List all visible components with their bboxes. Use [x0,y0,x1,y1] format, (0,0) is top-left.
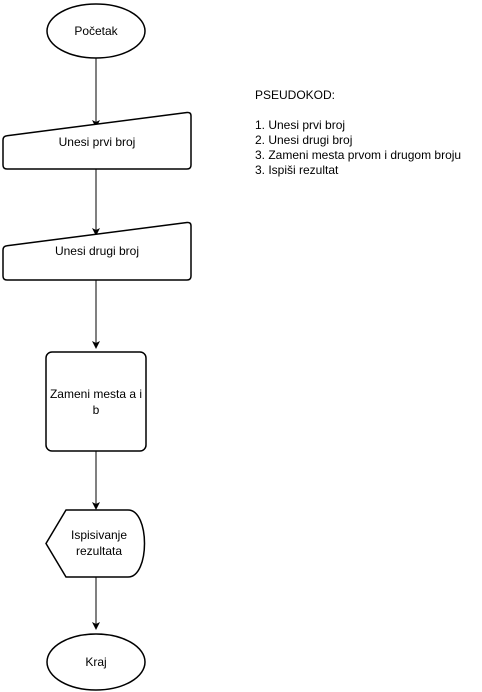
pseudocode-line: 3. Zameni mesta prvom i drugom broju [255,148,462,162]
pseudocode-title: PSEUDOKOD: [255,88,336,102]
display-label: Ispisivanje rezultata [70,528,128,558]
input-second-label: Unesi drugi broj [54,244,140,258]
pseudocode-line: 3. Ispiši rezultat [255,163,339,177]
input-second-node [2,221,192,281]
start-node [46,3,146,59]
display-node [45,509,146,578]
start-label: Početak [74,24,118,38]
pseudocode-line: 1. Unesi prvi broj [255,118,346,132]
end-label: Kraj [85,655,107,669]
end-node [46,633,146,691]
input-first-node [2,111,192,170]
pseudocode-block: PSEUDOKOD: 1. Unesi prvi broj 2. Unesi d… [255,88,480,178]
swap-node [45,351,147,452]
swap-label: Zameni mesta a i b [49,387,143,417]
pseudocode-line: 2. Unesi drugi broj [255,133,353,147]
input-first-label: Unesi prvi broj [58,135,136,149]
